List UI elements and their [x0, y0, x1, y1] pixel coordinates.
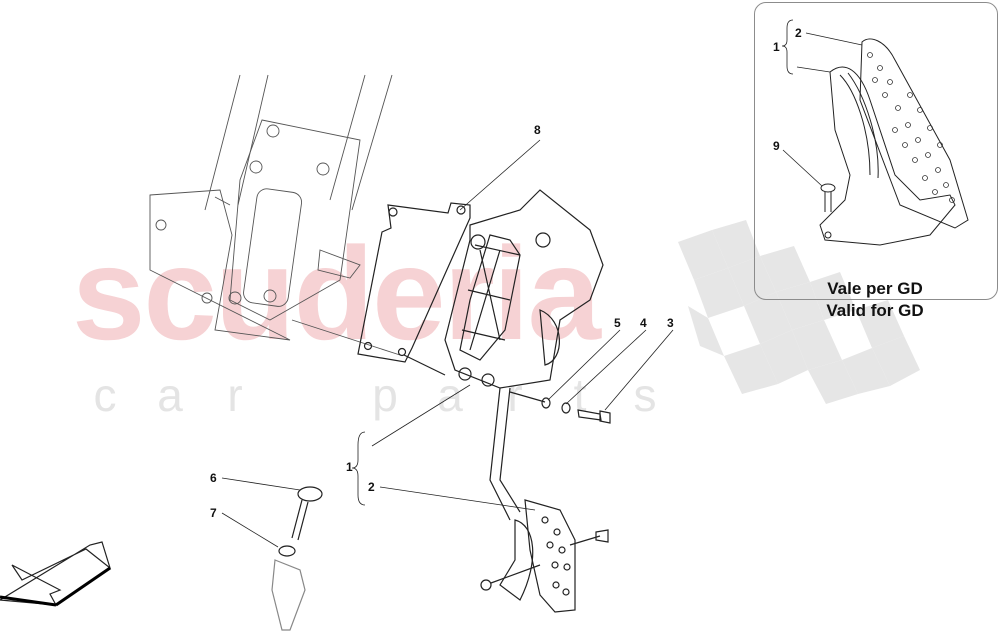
callout-1: 1	[346, 460, 353, 474]
callout-7: 7	[210, 506, 217, 520]
inset-panel-gd-variant	[754, 2, 998, 300]
fasteners-6-7	[271, 486, 323, 631]
inset-callout-9: 9	[773, 139, 780, 153]
callout-3: 3	[667, 316, 674, 330]
watermark-letter: r	[227, 369, 243, 421]
leader-lines	[221, 139, 674, 548]
watermark-letter: p	[372, 369, 398, 421]
callout-6: 6	[210, 471, 217, 485]
pedal-box-frame	[149, 74, 401, 356]
front-direction-arrow-icon	[0, 541, 112, 606]
throttle-pedal-module	[444, 189, 609, 613]
inset-caption-english: Valid for GD	[826, 301, 924, 320]
inset-caption: Vale per GD Valid for GD	[770, 278, 980, 322]
watermark-letter: a	[437, 369, 463, 421]
watermark-letter: s	[633, 369, 657, 421]
callout-2: 2	[368, 480, 375, 494]
inset-pedal-drawing	[819, 38, 969, 246]
checkered-flag-watermark	[678, 220, 920, 404]
callout-5: 5	[614, 316, 621, 330]
watermark-letter: a	[157, 369, 183, 421]
watermark-subtitle: c a r p a r t s	[75, 372, 675, 418]
callout-4: 4	[640, 316, 647, 330]
fasteners-3-4-5	[509, 391, 611, 424]
watermark-letter: r	[507, 369, 523, 421]
watermark-letter: t	[573, 369, 587, 421]
inset-caption-italian: Vale per GD	[827, 279, 923, 298]
inset-callout-1: 1	[773, 40, 780, 54]
callout-8: 8	[534, 123, 541, 137]
inset-callout-2: 2	[795, 26, 802, 40]
watermark-letter: c	[93, 369, 117, 421]
mounting-bracket-8	[357, 202, 471, 376]
inset-leader-lines	[781, 19, 863, 187]
